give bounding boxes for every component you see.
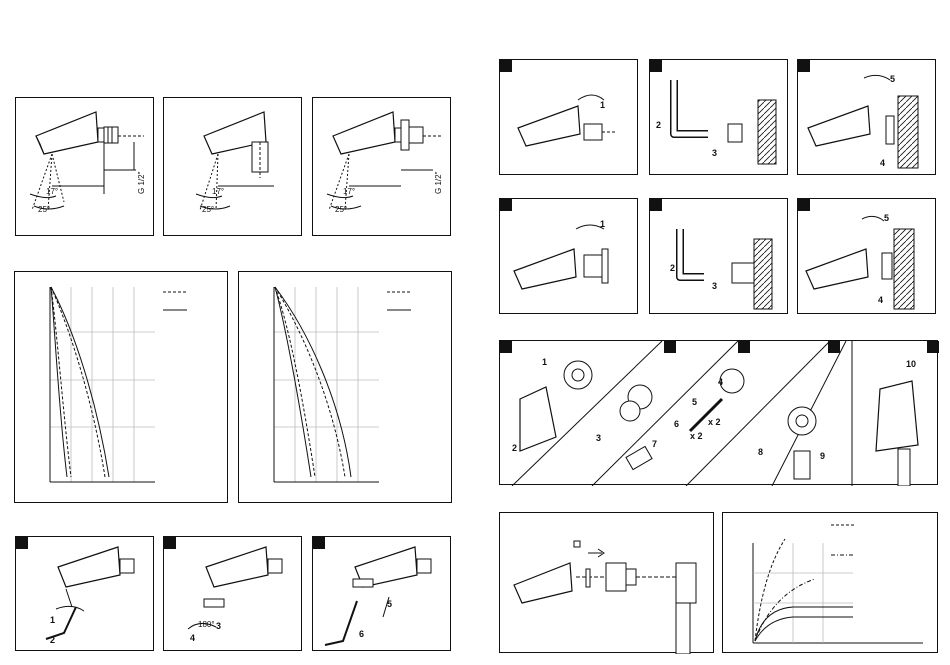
step-label-d9: 9 bbox=[820, 451, 825, 461]
step-label-4: 4 bbox=[190, 633, 195, 643]
faucet-dimension-drawing-2: 17° 25° bbox=[164, 98, 303, 237]
step-label-d4: 4 bbox=[718, 377, 723, 387]
step-label-4b: 4 bbox=[880, 158, 885, 168]
flow-curve-plot-bottom bbox=[723, 513, 939, 654]
step-label-3b: 3 bbox=[712, 148, 717, 158]
exploded-view-panel bbox=[499, 512, 714, 653]
install-panel-r2c2: 2 3 bbox=[649, 198, 788, 314]
step-panel-b3: 5 6 bbox=[312, 536, 451, 651]
angle-label-17c: 17° bbox=[343, 187, 355, 196]
step-label-d2: 2 bbox=[512, 443, 517, 453]
install-panel-r1c3: 5 4 bbox=[797, 59, 936, 175]
angle-label-25: 25° bbox=[38, 205, 50, 214]
install-panel-r1c2: 2 3 bbox=[649, 59, 788, 175]
step-label-5b: 5 bbox=[890, 74, 895, 84]
step-label-6: 6 bbox=[359, 629, 364, 639]
spout-screw-drawing: 1 2 bbox=[16, 537, 155, 652]
step-label-2b: 2 bbox=[656, 120, 661, 130]
install-panel-r2c1: 1 bbox=[499, 198, 638, 314]
step-label-5: 5 bbox=[387, 599, 392, 609]
angle-label-25c: 25° bbox=[335, 205, 347, 214]
step-label-d5: 5 bbox=[692, 397, 697, 407]
spout-refit-drawing: 5 6 bbox=[313, 537, 452, 652]
step-label-1: 1 bbox=[50, 615, 55, 625]
qty-label-2: x 2 bbox=[708, 417, 721, 427]
step-label-d10: 10 bbox=[906, 359, 916, 369]
install-panel-r2c3: 5 4 bbox=[797, 198, 936, 314]
step-label-3: 3 bbox=[216, 621, 221, 631]
dimension-panel-2: 17° 25° bbox=[163, 97, 302, 236]
rotate-label: 180° bbox=[198, 620, 215, 629]
step-panel-b2: 180° 3 4 bbox=[163, 536, 302, 651]
step-label-d7: 7 bbox=[652, 439, 657, 449]
install-panel-r1c1: 1 bbox=[499, 59, 638, 175]
qty-label-1: x 2 bbox=[690, 431, 703, 441]
flow-chart-right bbox=[238, 271, 452, 503]
step-label-2: 2 bbox=[50, 635, 55, 645]
step-label-1b: 1 bbox=[600, 100, 605, 110]
spout-rotate-drawing: 180° 3 4 bbox=[164, 537, 303, 652]
step-label-1c: 1 bbox=[600, 219, 605, 229]
flow-chart-bottom-right bbox=[722, 512, 938, 653]
step-label-3c: 3 bbox=[712, 281, 717, 291]
dimension-panel-3: 17° 25° G 1/2" bbox=[312, 97, 451, 236]
flow-curve-plot-right bbox=[239, 272, 453, 504]
exploded-view-drawing bbox=[500, 513, 715, 654]
step-label-d8: 8 bbox=[758, 447, 763, 457]
angle-label-17: 17° bbox=[46, 187, 58, 196]
angle-label-17b: 17° bbox=[212, 187, 224, 196]
thread-label: G 1/2" bbox=[137, 171, 146, 194]
step-label-5c: 5 bbox=[884, 213, 889, 223]
install-drawing-2a: 1 bbox=[500, 199, 639, 315]
install-drawing-1b: 2 3 bbox=[650, 60, 789, 176]
flow-curve-plot-left bbox=[15, 272, 229, 504]
flow-chart-left bbox=[14, 271, 228, 503]
install-drawing-1a: 1 bbox=[500, 60, 639, 176]
angle-label-25b: 25° bbox=[202, 205, 214, 214]
step-label-d3: 3 bbox=[596, 433, 601, 443]
faucet-dimension-drawing-3: 17° 25° G 1/2" bbox=[313, 98, 452, 237]
dimension-panel-1: 17° 25° G 1/2" bbox=[15, 97, 154, 236]
step-label-2c: 2 bbox=[670, 263, 675, 273]
step-panel-b1: 1 2 bbox=[15, 536, 154, 651]
install-drawing-2b: 2 3 bbox=[650, 199, 789, 315]
install-drawing-1c: 5 4 bbox=[798, 60, 937, 176]
step-label-4c: 4 bbox=[878, 295, 883, 305]
disassembly-drawing: 1 2 3 4 5 6 7 8 9 10 x 2 x 2 bbox=[500, 341, 939, 486]
install-drawing-2c: 5 4 bbox=[798, 199, 937, 315]
step-label-d6: 6 bbox=[674, 419, 679, 429]
thread-label-c: G 1/2" bbox=[434, 171, 443, 194]
disassembly-strip: 1 2 3 4 5 6 7 8 9 10 x 2 x 2 bbox=[499, 340, 938, 485]
faucet-dimension-drawing-1: 17° 25° G 1/2" bbox=[16, 98, 155, 237]
step-label-d1: 1 bbox=[542, 357, 547, 367]
